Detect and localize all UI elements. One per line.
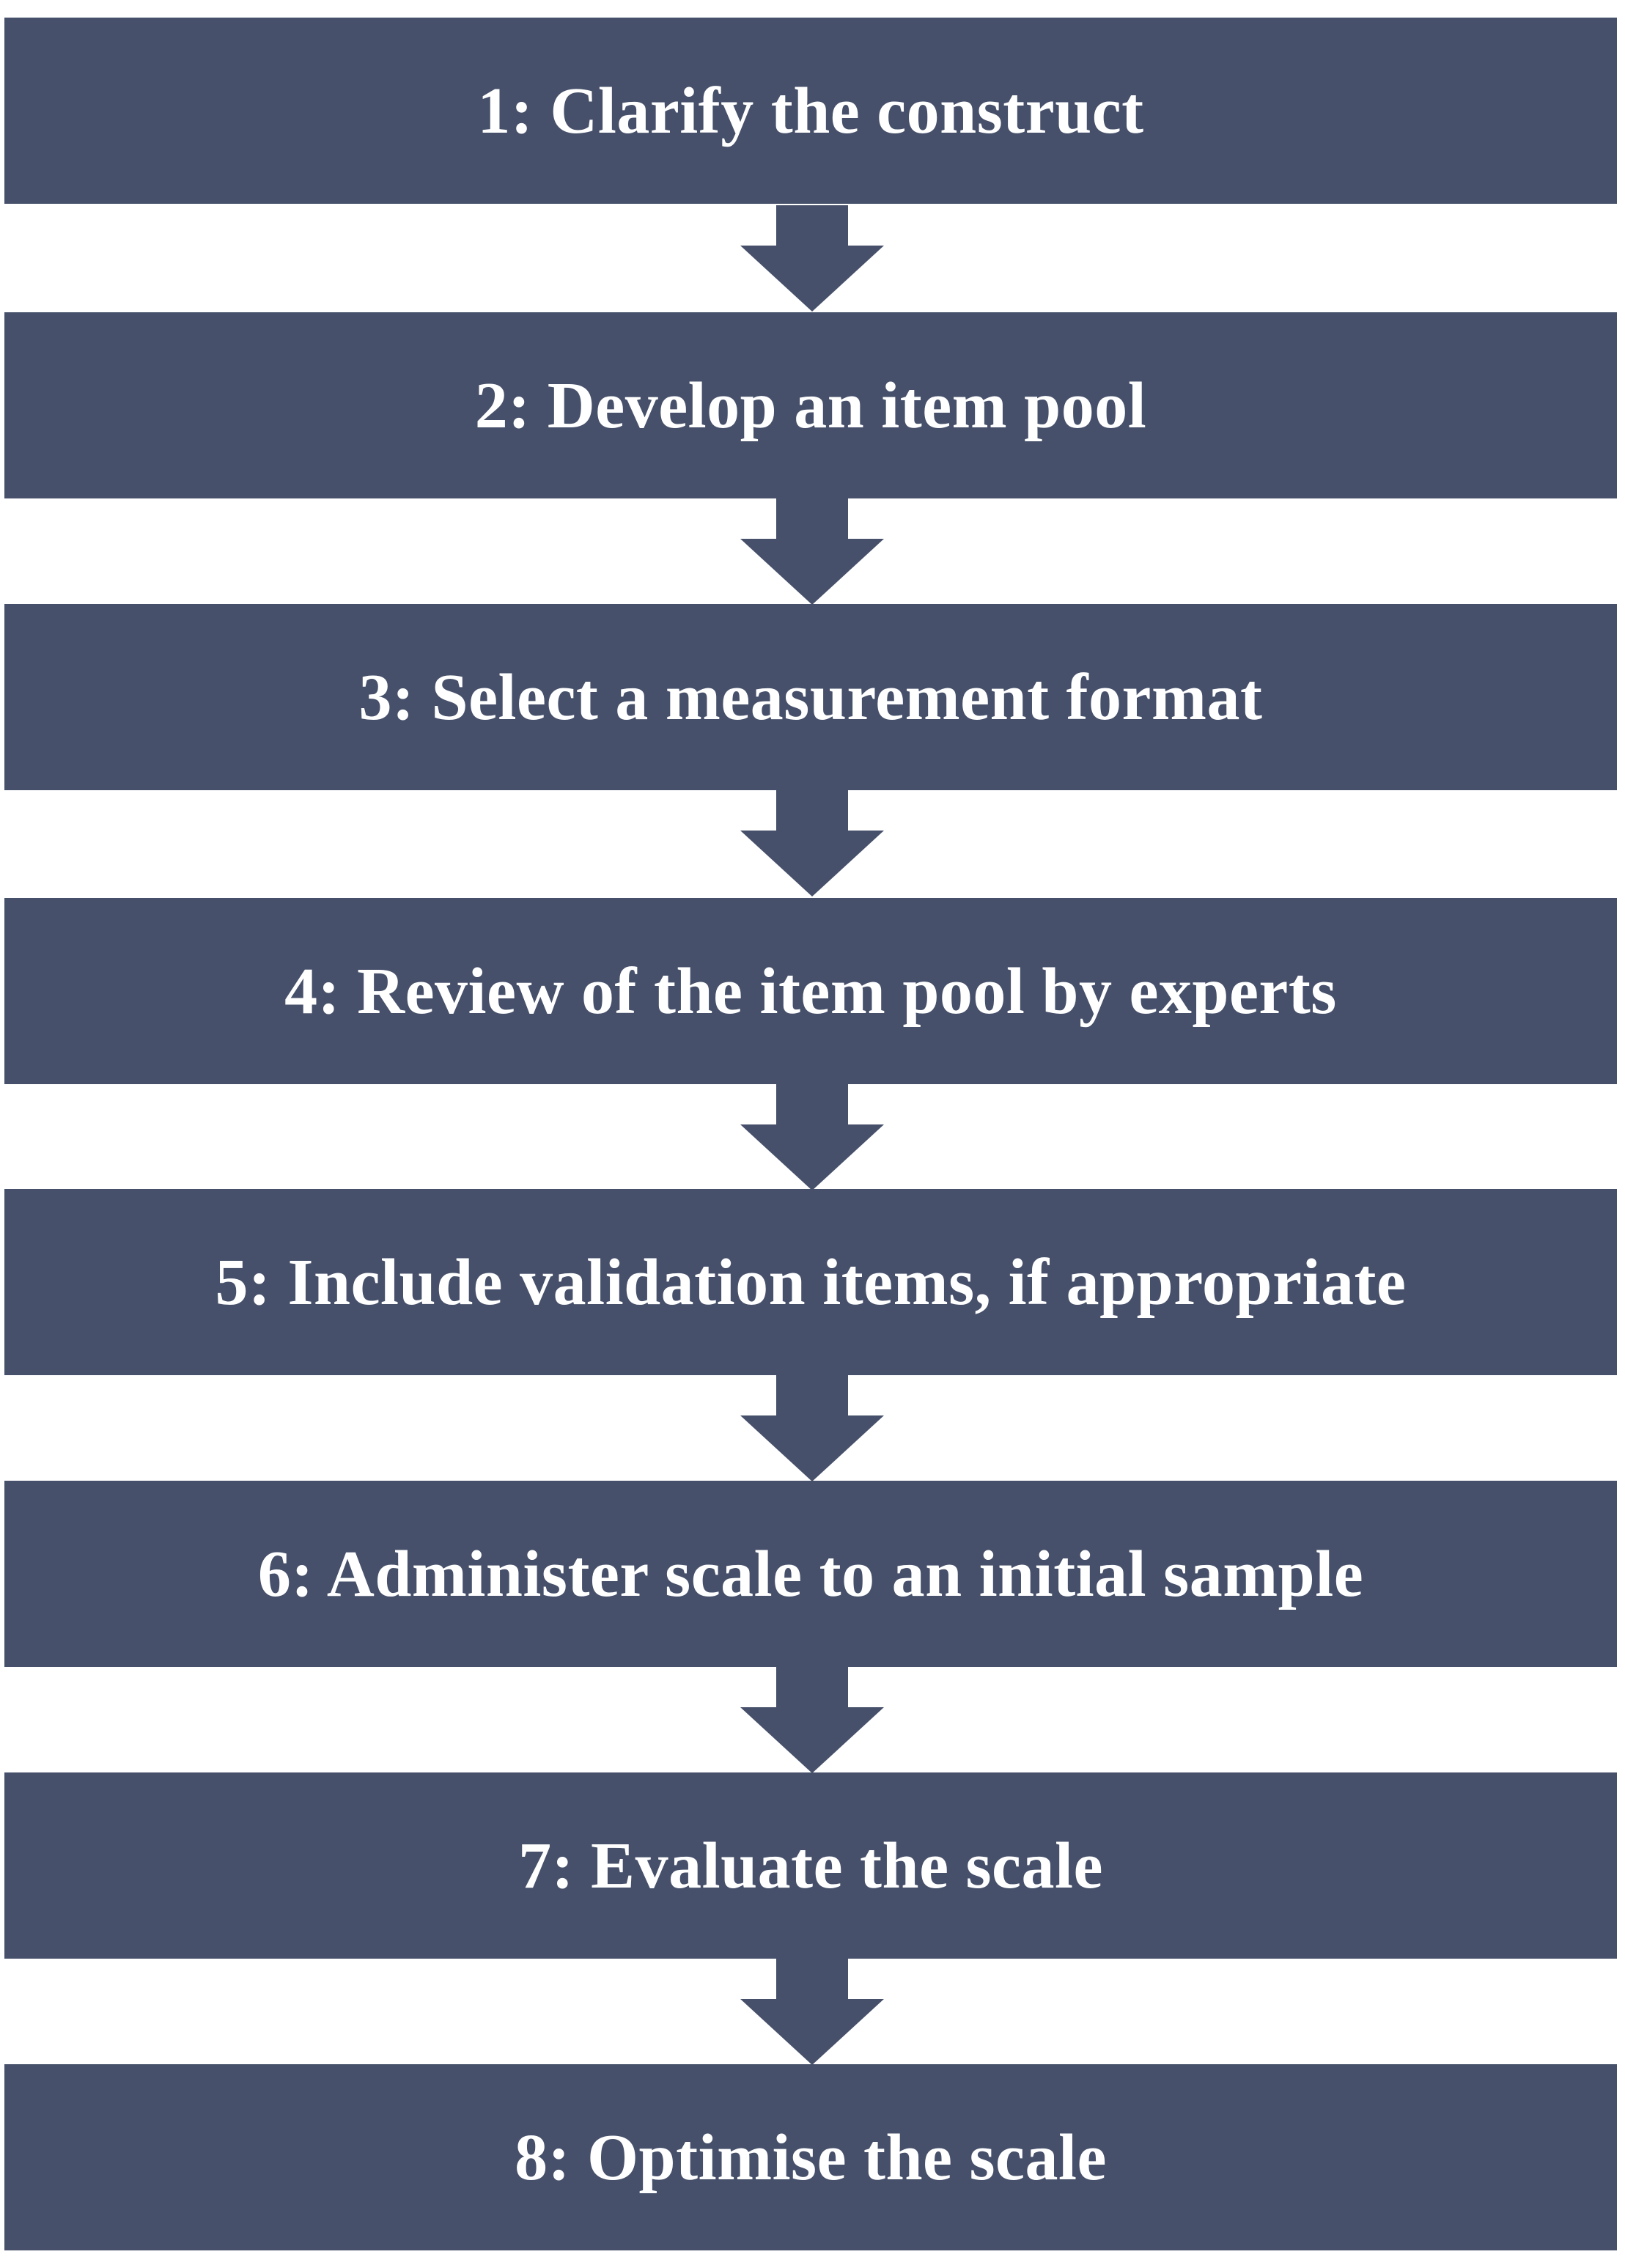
step-box-4: 4: Review of the item pool by experts — [4, 898, 1617, 1084]
step-label-7: 7: Evaluate the scale — [518, 1829, 1103, 1902]
step-box-5: 5: Include validation items, if appropri… — [4, 1189, 1617, 1375]
down-arrow-icon — [740, 498, 884, 605]
down-arrow-icon — [740, 205, 884, 312]
step-box-3: 3: Select a measurement format — [4, 604, 1617, 790]
step-label-5: 5: Include validation items, if appropri… — [215, 1245, 1407, 1319]
step-box-1: 1: Clarify the construct — [4, 18, 1617, 204]
step-box-6: 6: Administer scale to an initial sample — [4, 1481, 1617, 1667]
step-label-2: 2: Develop an item pool — [474, 369, 1147, 442]
step-label-6: 6: Administer scale to an initial sample — [257, 1537, 1364, 1610]
step-label-1: 1: Clarify the construct — [477, 74, 1144, 147]
down-arrow-icon — [740, 1084, 884, 1190]
step-label-3: 3: Select a measurement format — [358, 660, 1263, 734]
down-arrow-icon — [740, 1375, 884, 1481]
down-arrow-icon — [740, 790, 884, 896]
step-label-8: 8: Optimise the scale — [515, 2121, 1107, 2194]
down-arrow-icon — [740, 1959, 884, 2065]
step-box-2: 2: Develop an item pool — [4, 312, 1617, 498]
step-label-4: 4: Review of the item pool by experts — [284, 954, 1337, 1028]
step-box-7: 7: Evaluate the scale — [4, 1772, 1617, 1959]
step-box-8: 8: Optimise the scale — [4, 2064, 1617, 2250]
down-arrow-icon — [740, 1667, 884, 1773]
